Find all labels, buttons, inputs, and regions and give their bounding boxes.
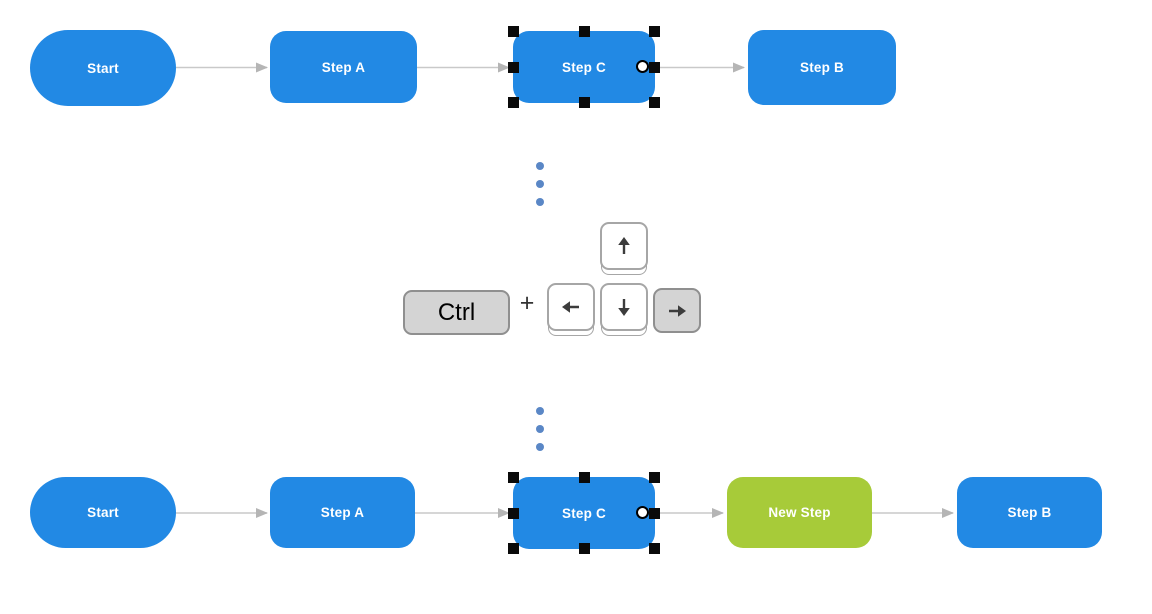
- selection-handle[interactable]: [578, 472, 590, 483]
- dot-icon: [536, 443, 544, 451]
- ellipsis-dots-bottom: [536, 407, 544, 451]
- node-step-c-before-selected[interactable]: Step C: [508, 26, 660, 108]
- node-label: Step A: [320, 505, 365, 520]
- dot-icon: [536, 407, 544, 415]
- selection-handle[interactable]: [578, 26, 590, 37]
- node-label: Step B: [1007, 505, 1052, 520]
- connection-point-icon[interactable]: [636, 60, 649, 73]
- ctrl-key: Ctrl: [403, 290, 510, 335]
- selection-handle[interactable]: [649, 543, 660, 554]
- selection-handle[interactable]: [578, 97, 590, 108]
- selection-handle[interactable]: [508, 543, 519, 554]
- node-step-c-before[interactable]: Step C: [513, 31, 655, 103]
- selection-handle[interactable]: [649, 61, 660, 73]
- node-label: Step C: [562, 59, 606, 75]
- up-arrow-icon: [618, 237, 630, 254]
- left-arrow-icon: [562, 301, 579, 313]
- node-label: Step A: [321, 59, 366, 75]
- dot-icon: [536, 180, 544, 188]
- node-label: Step C: [562, 505, 606, 521]
- selection-handle[interactable]: [649, 507, 660, 519]
- dot-icon: [536, 198, 544, 206]
- ctrl-key-label: Ctrl: [437, 298, 476, 326]
- node-step-a-after[interactable]: Step A: [270, 477, 415, 548]
- selection-handle[interactable]: [508, 97, 519, 108]
- selection-handle[interactable]: [508, 26, 519, 37]
- right-arrow-icon: [669, 304, 686, 317]
- dot-icon: [536, 162, 544, 170]
- plus-sign: +: [519, 289, 535, 317]
- up-arrow-key: [600, 222, 648, 270]
- selection-handle[interactable]: [649, 26, 660, 37]
- node-step-b-before[interactable]: Step B: [748, 30, 896, 105]
- node-label: Start: [87, 60, 119, 76]
- down-arrow-icon: [618, 299, 630, 316]
- right-arrow-key-pressed: [653, 288, 701, 333]
- left-arrow-key: [547, 283, 595, 331]
- node-label: New Step: [768, 505, 831, 520]
- selection-handle[interactable]: [649, 97, 660, 108]
- node-new-step[interactable]: New Step: [727, 477, 872, 548]
- node-label: Start: [87, 505, 119, 520]
- node-label: Step B: [800, 60, 844, 75]
- dot-icon: [536, 425, 544, 433]
- selection-handle[interactable]: [508, 507, 519, 519]
- node-step-b-after[interactable]: Step B: [957, 477, 1102, 548]
- node-start-before[interactable]: Start: [30, 30, 176, 106]
- node-step-c-after-selected[interactable]: Step C: [508, 472, 660, 554]
- ellipsis-dots-top: [536, 162, 544, 206]
- node-step-c-after[interactable]: Step C: [513, 477, 655, 549]
- node-start-after[interactable]: Start: [30, 477, 176, 548]
- connection-point-icon[interactable]: [636, 506, 649, 519]
- selection-handle[interactable]: [508, 472, 519, 483]
- down-arrow-key: [600, 283, 648, 331]
- node-step-a-before[interactable]: Step A: [270, 31, 417, 103]
- selection-handle[interactable]: [649, 472, 660, 483]
- selection-handle[interactable]: [508, 61, 519, 73]
- selection-handle[interactable]: [578, 543, 590, 554]
